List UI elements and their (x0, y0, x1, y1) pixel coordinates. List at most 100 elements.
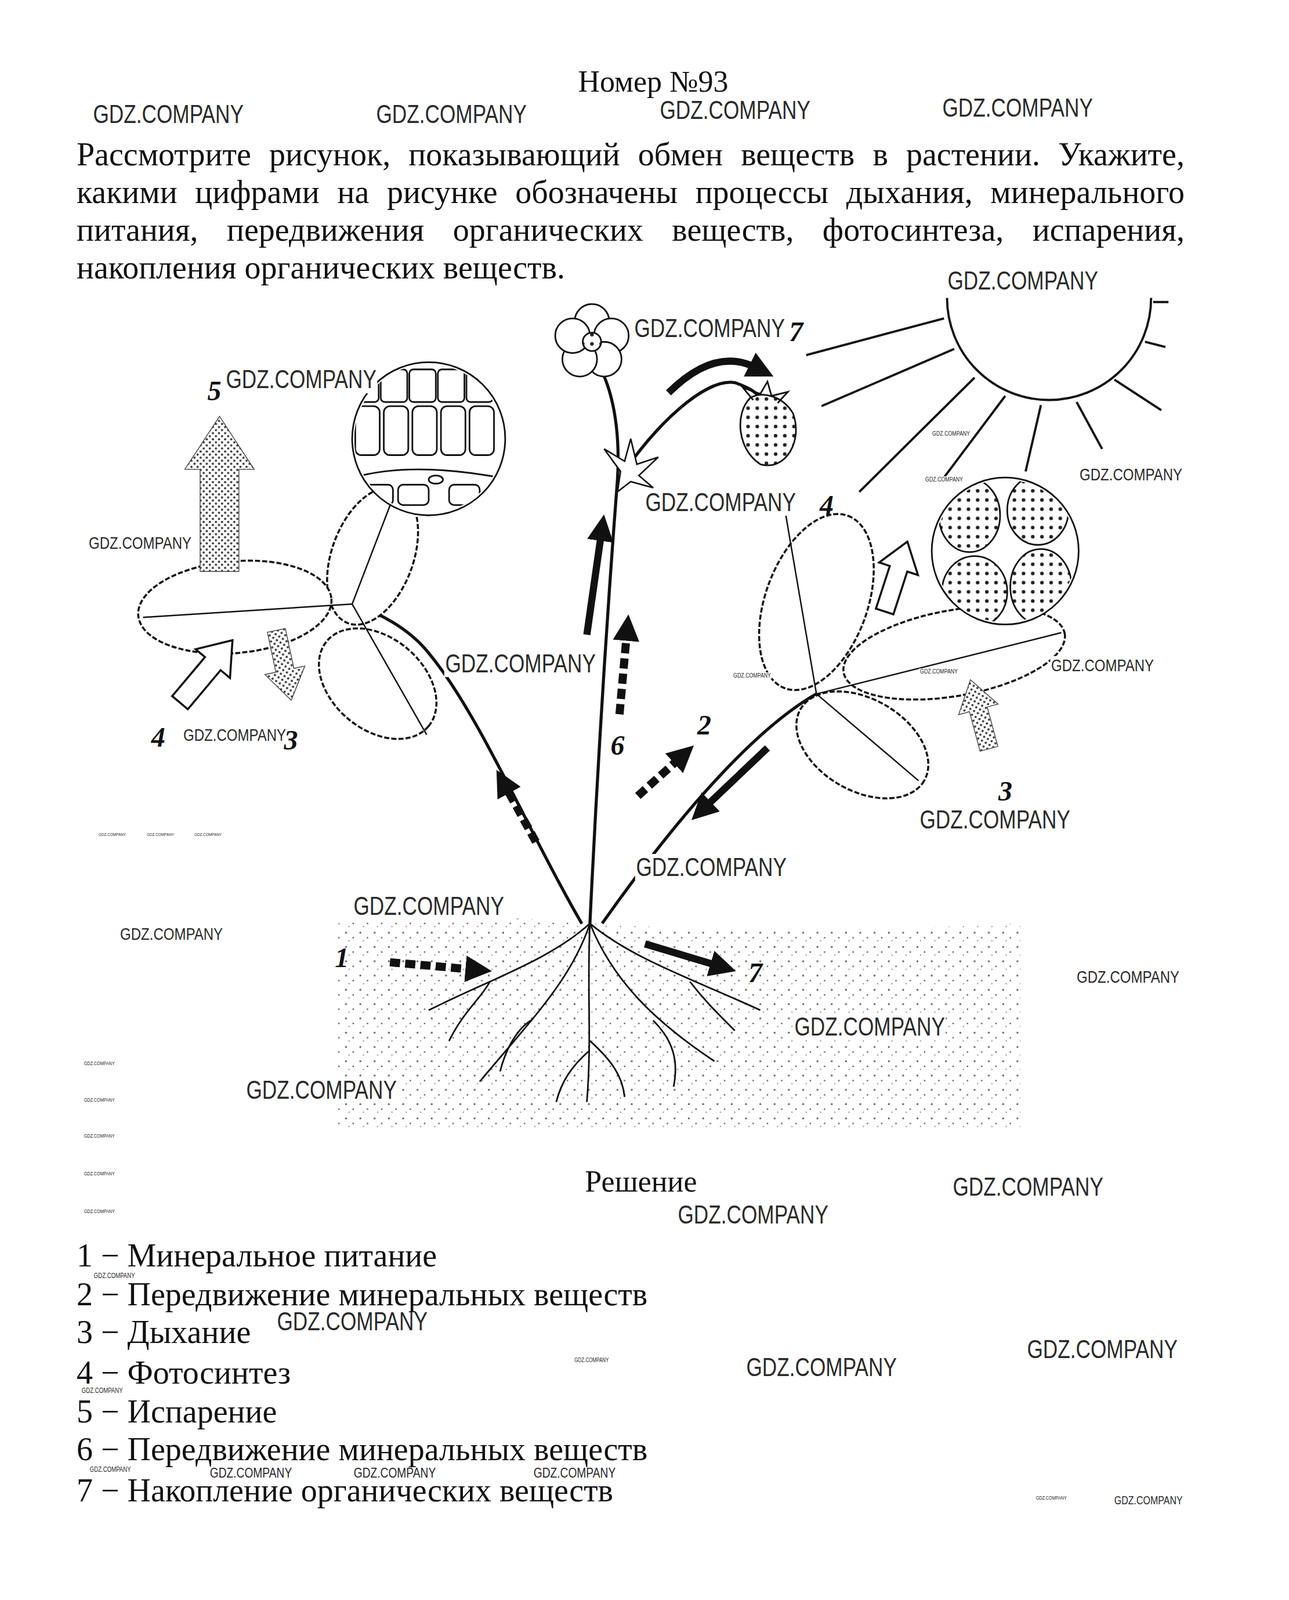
stippled-arrows-part (950, 674, 1009, 755)
watermark: GDZ.COMPANY (193, 832, 223, 838)
sun-part (1076, 402, 1103, 450)
soil-part (337, 917, 1021, 1128)
answer-line: 1 − Минеральное питание (76, 1236, 437, 1274)
solid-arrows-part (668, 360, 756, 393)
watermark: GDZ.COMPANY (245, 1076, 398, 1104)
watermark: GDZ.COMPANY (92, 100, 245, 128)
leaf-veins (142, 489, 1062, 781)
berry-part (740, 395, 796, 466)
answer-line: 2 − Передвижение минеральных веществ (76, 1275, 648, 1313)
roots-part (689, 981, 735, 1031)
watermark: GDZ.COMPANY (97, 832, 127, 838)
sun-part (859, 377, 975, 492)
callout-number: 4 (819, 489, 834, 521)
watermark: GDZ.COMPANY (931, 430, 972, 438)
leaf-veins-part (816, 693, 919, 781)
watermark: GDZ.COMPANY (82, 1061, 116, 1067)
dashed-arrows-part (389, 962, 472, 970)
sun-part (806, 318, 944, 356)
callout-number: 7 (788, 315, 803, 348)
magnified-chloroplast-cells-part (938, 475, 1072, 628)
stippled-arrows-part (185, 416, 255, 572)
solid-arrows-part (587, 534, 602, 635)
watermark: GDZ.COMPANY (941, 94, 1095, 122)
dashed-arrows-part (638, 759, 679, 796)
leaf-veins-part (816, 632, 1062, 695)
watermark: GDZ.COMPANY (87, 533, 193, 553)
leaves-part (777, 669, 947, 821)
dashed-arrows-part (506, 787, 537, 842)
stems-part (589, 361, 619, 923)
watermark: GDZ.COMPANY (732, 672, 773, 680)
leaf-veins-part (786, 515, 817, 694)
callout-number: 5 (207, 374, 222, 407)
roots-part (589, 923, 761, 1011)
watermark: GDZ.COMPANY (1113, 1494, 1184, 1507)
watermark: GDZ.COMPANY (374, 100, 528, 128)
watermark: GDZ.COMPANY (946, 267, 1100, 295)
magnified-leaf-tissue-part-part (355, 406, 380, 455)
sun-part (1145, 341, 1166, 347)
watermark: GDZ.COMPANY (352, 892, 506, 920)
stippled-arrows-part (256, 625, 311, 705)
magnified-leaf-tissue-part-part (362, 484, 394, 505)
magnified-leaf-tissue-part-part (409, 369, 437, 403)
leaves-part (297, 605, 459, 762)
watermark: GDZ.COMPANY (745, 1353, 899, 1381)
answer-line: 3 − Дыхание (76, 1313, 251, 1351)
roots-part (653, 1020, 676, 1087)
watermark: GDZ.COMPANY (635, 853, 788, 881)
answer-line: 4 − Фотосинтез (76, 1353, 291, 1392)
answer-line: 6 − Передвижение минеральных веществ (76, 1430, 648, 1468)
watermark: GDZ.COMPANY (82, 1133, 116, 1139)
watermark: GDZ.COMPANY (919, 668, 959, 676)
watermark: GDZ.COMPANY (659, 96, 812, 124)
solid-arrows-part (705, 747, 768, 806)
watermark: GDZ.COMPANY (444, 650, 597, 677)
sun-part (821, 349, 955, 407)
watermark: GDZ.COMPANY (1078, 465, 1183, 484)
light-arrows (163, 535, 928, 718)
magnified-chloroplast-cells (931, 475, 1079, 628)
callout-number: 1 (334, 941, 349, 974)
berry-part (743, 381, 788, 404)
stems (352, 361, 817, 923)
callout-number: 3 (283, 723, 298, 756)
watermark: GDZ.COMPANY (1026, 1335, 1179, 1363)
watermark: GDZ.COMPANY (119, 924, 224, 944)
dashed-arrows-part (619, 634, 627, 715)
page-title: Номер №93 (577, 64, 729, 100)
solid-arrows-part (645, 943, 717, 966)
stems-part (602, 693, 817, 924)
watermark: GDZ.COMPANY (182, 725, 288, 745)
answer-line: 5 − Испарение (76, 1392, 277, 1430)
watermark: GDZ.COMPANY (633, 314, 787, 342)
magnified-leaf-tissue-part-part (412, 406, 437, 455)
berry (740, 381, 796, 466)
leaves (134, 475, 1073, 821)
magnified-leaf-tissue-part-part (428, 475, 444, 484)
magnified-chloroplast-cells-part-part (938, 478, 1001, 553)
watermark: GDZ.COMPANY (676, 1201, 830, 1229)
light-arrows-part (865, 535, 928, 618)
roots-part (449, 981, 490, 1041)
watermark: GDZ.COMPANY (276, 1308, 429, 1335)
sun-part (1025, 404, 1041, 472)
sun-part (1114, 379, 1162, 411)
callout-number: 6 (610, 729, 625, 762)
magnified-leaf-tissue-part-part (384, 406, 409, 455)
watermark: GDZ.COMPANY (82, 1171, 116, 1177)
watermark: GDZ.COMPANY (225, 366, 378, 393)
magnified-chloroplast-cells-part-part (942, 556, 1008, 628)
flower-part (583, 332, 602, 351)
magnified-leaf-tissue-part-part (380, 369, 408, 403)
magnified-leaf-tissue-part-part (469, 406, 494, 455)
watermark: GDZ.COMPANY (1075, 967, 1180, 987)
solution-heading: Решение (584, 1164, 697, 1200)
question-text: Рассмотрите рисунок, показывающий обмен … (76, 135, 1185, 287)
roots-part (556, 1051, 589, 1103)
watermark: GDZ.COMPANY (82, 1208, 116, 1215)
magnified-leaf-tissue-part-part (449, 484, 480, 505)
magnified-chloroplast-cells-part-part (1010, 548, 1073, 625)
